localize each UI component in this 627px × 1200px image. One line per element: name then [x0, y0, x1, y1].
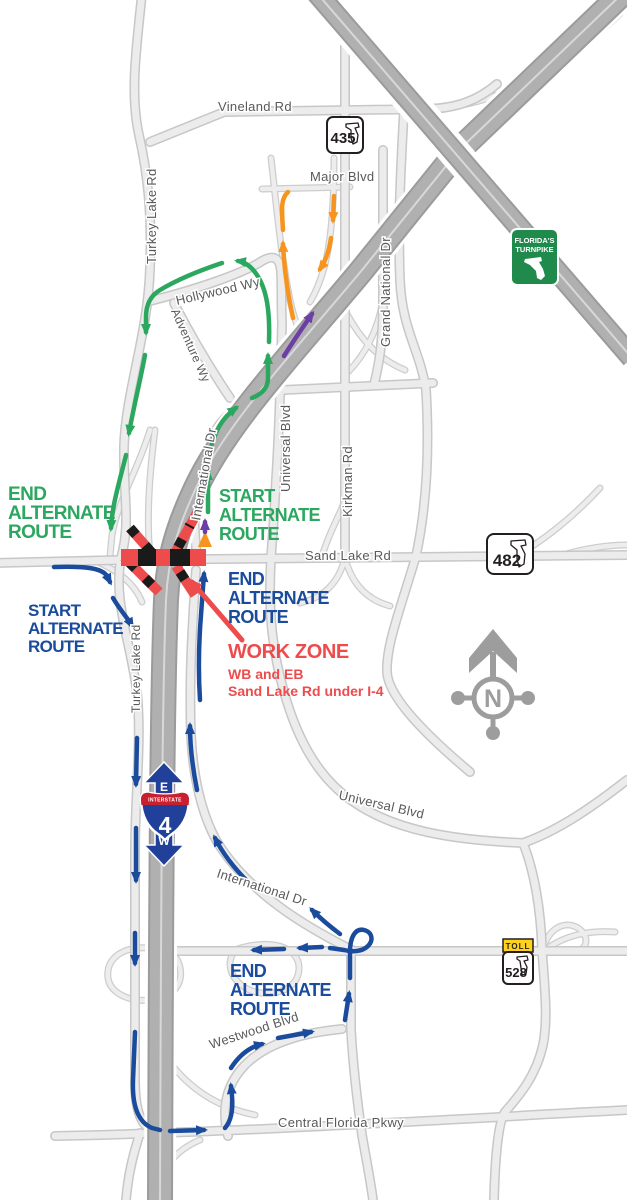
svg-text:END: END [8, 484, 46, 505]
route-orange [198, 189, 339, 547]
i4-shield-group: E W INTERSTATE 4 [139, 760, 191, 868]
svg-text:ROUTE: ROUTE [8, 522, 72, 543]
road-label-turkey-lake-north: Turkey Lake Rd [144, 169, 159, 264]
svg-text:ALTERNATE: ALTERNATE [8, 503, 115, 524]
shield-sr482: 482 [486, 533, 534, 575]
orange-start-arrow [198, 531, 212, 547]
route-green [106, 257, 273, 532]
i4-number: 4 [159, 812, 172, 838]
svg-text:ALTERNATE: ALTERNATE [219, 505, 321, 525]
svg-text:END: END [230, 961, 267, 981]
compass-north-label: N [484, 685, 502, 713]
route-text-labels: END ALTERNATE ROUTE START ALTERNATE ROUT… [8, 484, 384, 1019]
work-zone-label: WORK ZONE WB and EB Sand Lake Rd under I… [228, 641, 384, 699]
road-label-vineland: Vineland Rd [218, 99, 292, 114]
work-zone-detail1: WB and EB [228, 666, 303, 682]
road-label-international-south: International Dr [215, 866, 309, 909]
turnpike-text-2: TURNPIKE [515, 245, 553, 254]
north-arrow-icon [469, 629, 517, 673]
svg-text:ALTERNATE: ALTERNATE [230, 980, 332, 1000]
blue-end-east-label: END ALTERNATE ROUTE [228, 569, 330, 627]
i4-east-label: E [160, 780, 168, 794]
road-label-grand-national: Grand National Dr [378, 237, 393, 347]
route-purple [200, 310, 315, 535]
highway-turnpike [303, 0, 627, 369]
toll-text: TOLL [506, 942, 531, 951]
svg-text:START: START [28, 601, 82, 620]
svg-text:START: START [219, 486, 275, 506]
work-zone-bar [121, 549, 206, 566]
road-label-universal-north: Universal Blvd [278, 405, 293, 492]
road-label-major: Major Blvd [310, 169, 374, 184]
blue-start-label: START ALTERNATE ROUTE [28, 601, 124, 656]
route-blue [51, 564, 374, 1136]
shield-sr528-toll: TOLL 528 [502, 938, 534, 985]
road-label-kirkman: Kirkman Rd [340, 446, 355, 517]
svg-text:ROUTE: ROUTE [230, 999, 291, 1019]
compass-rose: N [451, 629, 535, 740]
green-end-label: END ALTERNATE ROUTE [8, 484, 115, 543]
road-label-central-florida: Central Florida Pkwy [278, 1115, 404, 1130]
svg-text:ALTERNATE: ALTERNATE [228, 588, 330, 608]
svg-text:ALTERNATE: ALTERNATE [28, 619, 123, 638]
svg-text:435: 435 [330, 130, 355, 147]
svg-text:482: 482 [493, 551, 521, 570]
blue-end-south-label: END ALTERNATE ROUTE [230, 961, 332, 1019]
road-label-turkey-lake-south: Turkey Lake Rd [129, 625, 143, 713]
work-zone-title: WORK ZONE [228, 641, 349, 663]
interstate-text: INTERSTATE [148, 798, 182, 804]
svg-text:ROUTE: ROUTE [219, 524, 280, 544]
florida-turnpike-sign: FLORIDA'S TURNPIKE [510, 228, 559, 286]
work-zone-detail2: Sand Lake Rd under I-4 [228, 683, 384, 699]
road-label-sand-lake: Sand Lake Rd [305, 548, 391, 563]
svg-text:ROUTE: ROUTE [228, 607, 289, 627]
shield-sr435: 435 [326, 116, 364, 154]
green-start-label: START ALTERNATE ROUTE [219, 486, 321, 544]
work-zone-arrow [188, 578, 245, 643]
highway-i4 [144, 0, 627, 1200]
svg-text:ROUTE: ROUTE [28, 637, 85, 656]
svg-text:END: END [228, 569, 265, 589]
road-label-adventure: Adventure Wy [168, 307, 213, 385]
florida-silhouette-icon [524, 257, 545, 280]
turnpike-text-1: FLORIDA'S [514, 236, 554, 245]
svg-text:528: 528 [505, 965, 527, 980]
